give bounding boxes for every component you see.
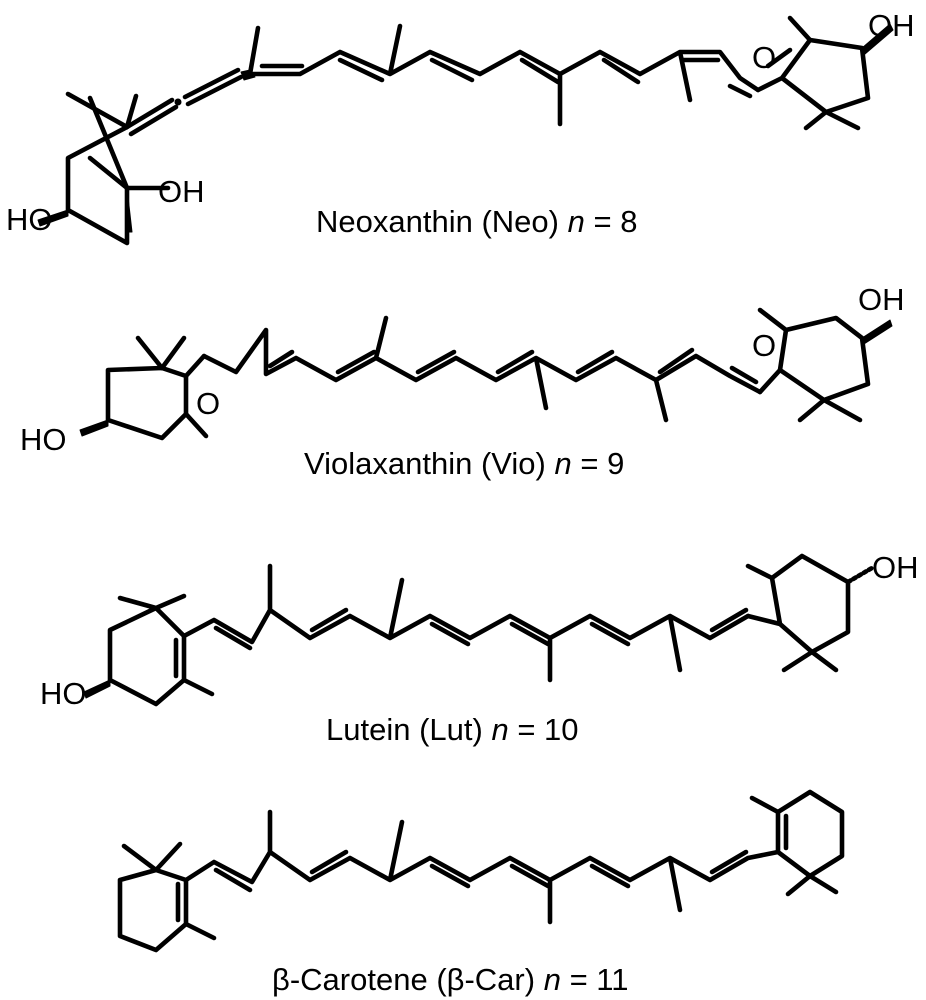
- beta-carotene-abbrev: (β-Car): [436, 962, 535, 997]
- violaxanthin-polyene-chain: [201, 315, 763, 423]
- neoxanthin-allene: [124, 67, 256, 137]
- lutein-n-value: = 10: [517, 712, 578, 747]
- vio-label-epoxide-o-left: O: [196, 386, 220, 421]
- neo-wedge-ho: [37, 209, 69, 227]
- vio-label-epoxide-o-right: O: [752, 328, 776, 363]
- neoxanthin-caption: Neoxanthin (Neo) n = 8: [316, 204, 637, 239]
- neoxanthin-right-ring: [755, 15, 894, 131]
- neo-wedge-methyl: [125, 187, 133, 233]
- allene-dot: [174, 98, 182, 106]
- vio-wedge-ho: [79, 419, 109, 437]
- lut-label-oh: OH: [872, 550, 919, 585]
- lutein-abbrev: (Lut): [419, 712, 483, 747]
- neoxanthin-structure: HO OH O OH: [6, 8, 915, 246]
- lutein-caption: Lutein (Lut) n = 10: [326, 712, 579, 747]
- lutein-structure: HO OH: [40, 550, 919, 711]
- lutein-n: n: [491, 712, 508, 747]
- vio-label-oh: OH: [858, 282, 905, 317]
- lutein-polyene-chain: [181, 563, 751, 683]
- beta-carotene-caption: β-Carotene (β-Car) n = 11: [272, 962, 628, 997]
- beta-carotene-name: β-Carotene: [272, 962, 428, 997]
- violaxanthin-n-value: = 9: [580, 446, 624, 481]
- beta-carotene-structure: [117, 789, 845, 953]
- beta-carotene-polyene-chain: [183, 809, 781, 925]
- lut-label-ho: HO: [40, 676, 87, 711]
- violaxanthin-caption: Violaxanthin (Vio) n = 9: [304, 446, 624, 481]
- neoxanthin-n-value: = 8: [593, 204, 637, 239]
- neo-label-oh-right: OH: [868, 8, 915, 43]
- beta-carotene-n: n: [544, 962, 561, 997]
- neoxanthin-polyene-chain: [247, 23, 761, 127]
- violaxanthin-name: Violaxanthin: [304, 446, 472, 481]
- violaxanthin-right-ring: [757, 307, 893, 423]
- neo-label-oh: OH: [158, 174, 205, 209]
- lutein-right-ring: [745, 553, 875, 673]
- neo-label-ho: HO: [6, 202, 53, 237]
- lutein-left-ring: [83, 593, 215, 707]
- neo-label-epoxide-o: O: [752, 40, 776, 75]
- violaxanthin-structure: HO O O OH: [20, 282, 905, 457]
- lutein-name: Lutein: [326, 712, 410, 747]
- neoxanthin-name: Neoxanthin: [316, 204, 473, 239]
- violaxanthin-abbrev: (Vio): [481, 446, 546, 481]
- lut-wedge-ho: [83, 679, 111, 699]
- vio-label-ho: HO: [20, 422, 67, 457]
- beta-carotene-left-ring: [117, 841, 217, 953]
- beta-carotene-n-value: = 11: [570, 962, 629, 997]
- vio-wedge-oh: [861, 319, 893, 345]
- violaxanthin-n: n: [555, 446, 572, 481]
- neoxanthin-n: n: [568, 204, 585, 239]
- neoxanthin-left-ring: [37, 91, 171, 246]
- beta-carotene-right-ring: [749, 789, 845, 897]
- neo-wedge-oh: [861, 23, 894, 55]
- violaxanthin-left-ring: [79, 335, 209, 441]
- neoxanthin-abbrev: (Neo): [481, 204, 559, 239]
